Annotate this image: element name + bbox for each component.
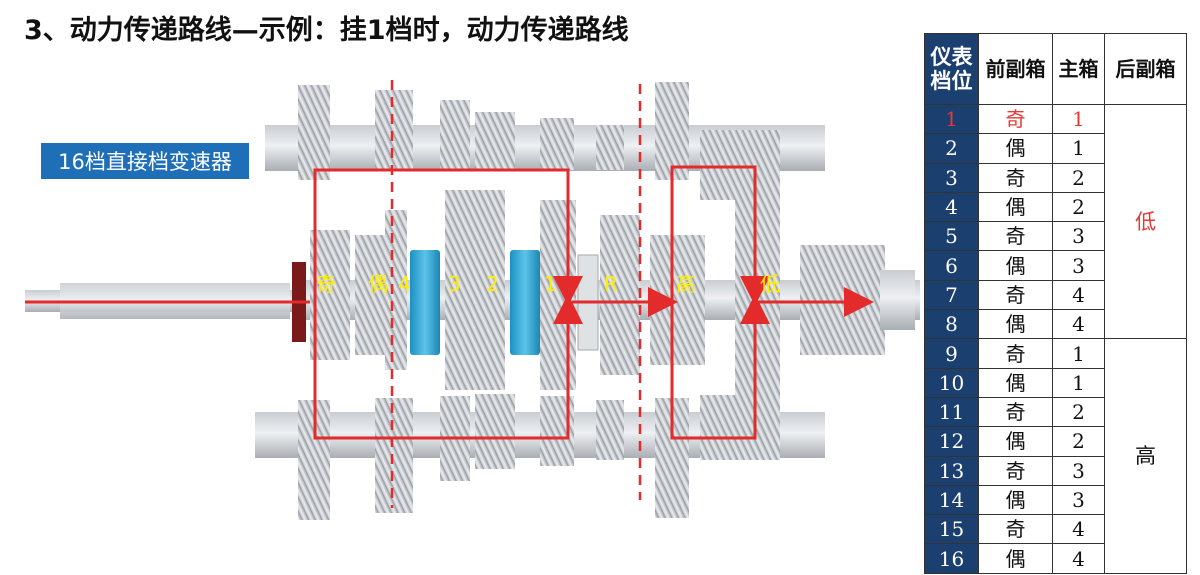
cell-main-box: 3	[1052, 221, 1105, 252]
cell-main-box: 4	[1052, 279, 1105, 311]
transmission-diagram: 奇 偶 4 3 2 1 R 高 低 16档直接档变速器	[0, 55, 920, 575]
label-gear-3: 3	[448, 272, 461, 296]
cell-main-box: 2	[1052, 426, 1105, 457]
cell-rear-high: 高	[1104, 338, 1187, 574]
cell-front-aux: 奇	[978, 279, 1053, 311]
cell-front-aux: 偶	[978, 484, 1053, 516]
cell-gear: 5	[924, 221, 979, 252]
cell-main-box: 2	[1052, 162, 1105, 193]
path-labels: 奇 偶 4 3 2 1 R 高 低	[316, 272, 780, 296]
cell-gear: 14	[924, 484, 979, 516]
label-low: 低	[760, 272, 780, 296]
cell-gear: 10	[924, 367, 979, 398]
label-gear-4: 4	[398, 272, 411, 296]
cell-main-box: 3	[1052, 250, 1105, 281]
cell-gear: 1	[924, 103, 979, 135]
cell-front-aux: 偶	[978, 543, 1053, 574]
cell-front-aux: 偶	[978, 250, 1053, 281]
header-front-aux: 前副箱	[978, 33, 1053, 105]
cell-gear: 8	[924, 309, 979, 340]
cell-front-aux: 奇	[978, 338, 1053, 369]
label-even: 偶	[368, 272, 388, 296]
cell-gear: 3	[924, 162, 979, 193]
cell-main-box: 1	[1052, 133, 1105, 164]
cell-main-box: 2	[1052, 191, 1105, 223]
label-high: 高	[676, 272, 696, 296]
cell-front-aux: 奇	[978, 514, 1053, 545]
transmission-label: 16档直接档变速器	[41, 143, 249, 179]
cell-main-box: 4	[1052, 543, 1105, 574]
cell-gear: 6	[924, 250, 979, 281]
cell-main-box: 3	[1052, 455, 1105, 486]
header-rear-aux: 后副箱	[1104, 33, 1187, 105]
cell-main-box: 2	[1052, 396, 1105, 428]
cell-front-aux: 偶	[978, 309, 1053, 340]
cell-gear: 15	[924, 514, 979, 545]
header-main-box: 主箱	[1052, 33, 1105, 105]
label-reverse: R	[604, 272, 618, 296]
cell-rear-low: 低	[1104, 103, 1187, 340]
cell-gear: 4	[924, 191, 979, 223]
power-flow-path	[25, 165, 874, 440]
label-odd: 奇	[316, 272, 336, 296]
cell-gear: 12	[924, 426, 979, 457]
cell-gear: 11	[924, 396, 979, 428]
cell-main-box: 4	[1052, 514, 1105, 545]
cell-front-aux: 偶	[978, 367, 1053, 398]
cell-gear: 13	[924, 455, 979, 486]
synchronizers	[410, 250, 540, 355]
cell-front-aux: 偶	[978, 426, 1053, 457]
slide-title: 3、动力传递路线—示例：挂1档时，动力传递路线	[24, 15, 629, 46]
cell-gear: 16	[924, 543, 979, 574]
cell-main-box: 1	[1052, 367, 1105, 398]
cell-front-aux: 奇	[978, 396, 1053, 428]
cell-main-box: 1	[1052, 103, 1105, 135]
cell-gear: 9	[924, 338, 979, 369]
gearbox-drawing: 奇 偶 4 3 2 1 R 高 低	[25, 80, 920, 520]
cell-gear: 2	[924, 133, 979, 164]
cell-front-aux: 奇	[978, 221, 1053, 252]
cell-front-aux: 偶	[978, 191, 1053, 223]
cell-front-aux: 偶	[978, 133, 1053, 164]
label-gear-1: 1	[544, 272, 557, 296]
cell-main-box: 4	[1052, 309, 1105, 340]
cell-main-box: 1	[1052, 338, 1105, 369]
cell-front-aux: 奇	[978, 103, 1053, 135]
cell-gear: 7	[924, 279, 979, 311]
table-header-row: 仪表档位 前副箱 主箱 后副箱	[924, 33, 1187, 105]
cell-main-box: 3	[1052, 484, 1105, 516]
header-dash-gear: 仪表档位	[924, 33, 979, 105]
cell-front-aux: 奇	[978, 455, 1053, 486]
label-gear-2: 2	[486, 272, 499, 296]
cell-front-aux: 奇	[978, 162, 1053, 193]
